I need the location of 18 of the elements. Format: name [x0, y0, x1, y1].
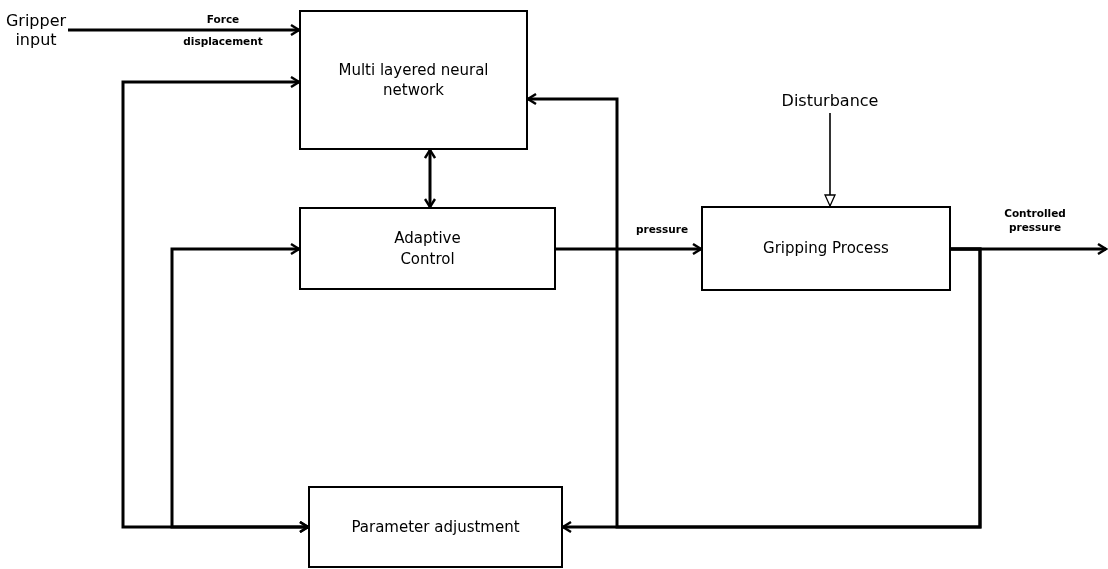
edge-label: Controlled pressure — [1003, 206, 1067, 234]
box-label: Parameter adjustment — [350, 516, 521, 538]
edge-label: pressure — [634, 222, 690, 236]
process-box — [701, 206, 951, 291]
arrow — [68, 23, 301, 37]
process-box — [299, 207, 556, 290]
box-label: Multi layered neural network — [337, 59, 490, 101]
box-label: Adaptive Control — [393, 228, 462, 269]
signal-label: Gripper input — [4, 8, 68, 52]
process-box — [308, 486, 563, 568]
arrow — [556, 242, 703, 256]
edge-label: Force displacement — [182, 12, 264, 49]
process-box — [299, 10, 528, 150]
box-label: Gripping Process — [762, 238, 890, 259]
arrow — [423, 148, 437, 209]
arrow — [170, 242, 310, 534]
arrow — [824, 112, 836, 207]
signal-label: Disturbance — [760, 89, 900, 113]
